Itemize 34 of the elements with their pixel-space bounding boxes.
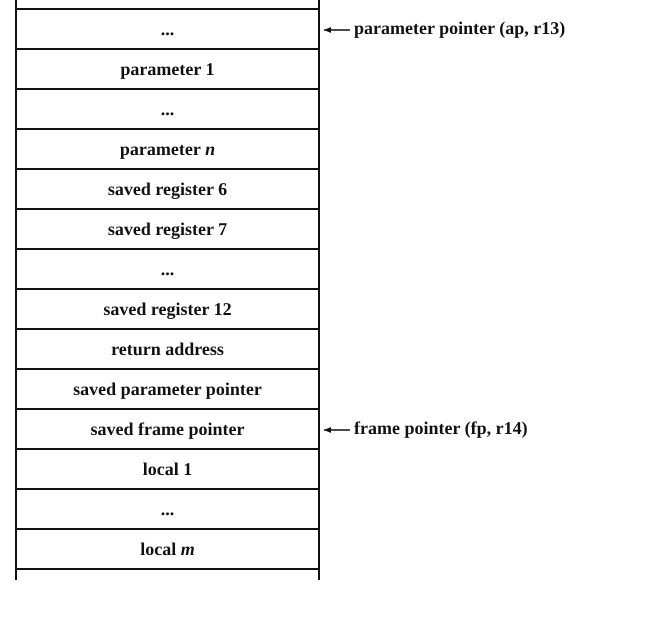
stack-slot bbox=[15, 530, 320, 570]
pointer-label: parameter pointer (ap, r13) bbox=[354, 18, 566, 39]
stack-slot bbox=[15, 250, 320, 290]
stack-slot bbox=[15, 170, 320, 210]
pointer-arrow bbox=[324, 427, 350, 433]
stack-slot bbox=[15, 90, 320, 130]
slot-label: ... bbox=[160, 18, 174, 40]
stack-slot bbox=[15, 410, 320, 450]
slot-label: saved frame pointer bbox=[90, 418, 244, 440]
stack-slot bbox=[15, 210, 320, 250]
slot-label: local m bbox=[140, 538, 195, 560]
pointer-label: frame pointer (fp, r14) bbox=[354, 418, 528, 439]
slot-label: return address bbox=[111, 338, 224, 360]
stack-slot bbox=[15, 290, 320, 330]
stack-slot-edge bbox=[15, 570, 320, 580]
stack-slot bbox=[15, 50, 320, 90]
slot-label: parameter 1 bbox=[120, 58, 215, 80]
slot-label: saved register 6 bbox=[108, 178, 228, 200]
slot-label: ... bbox=[160, 258, 174, 280]
slot-label: saved parameter pointer bbox=[73, 378, 262, 400]
stack-slot bbox=[15, 10, 320, 50]
slot-label: ... bbox=[160, 498, 174, 520]
stack-slot bbox=[15, 490, 320, 530]
stack-slot bbox=[15, 450, 320, 490]
stack-slot bbox=[15, 330, 320, 370]
stack-slot bbox=[15, 370, 320, 410]
pointer-arrow bbox=[324, 27, 350, 33]
slot-label: saved register 12 bbox=[103, 298, 232, 320]
slot-label: parameter n bbox=[120, 138, 216, 160]
stack-slot bbox=[15, 130, 320, 170]
slot-label: local 1 bbox=[142, 458, 192, 480]
slot-label: ... bbox=[160, 98, 174, 120]
stack-slot-edge bbox=[15, 0, 320, 10]
slot-label: saved register 7 bbox=[108, 218, 228, 240]
